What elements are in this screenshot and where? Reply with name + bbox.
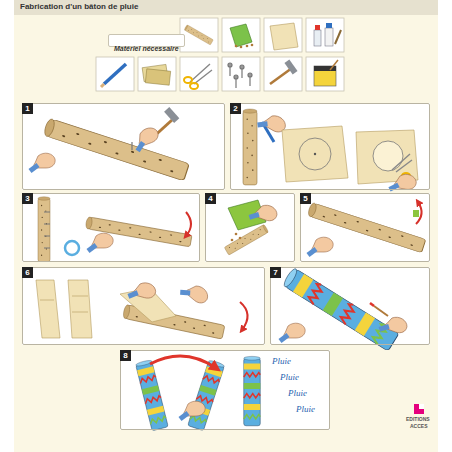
step-panel: 7 [270, 267, 430, 345]
page-title: Fabrication d'un bâton de pluie [20, 2, 138, 11]
handwritten-word: Pluie [280, 372, 299, 382]
publisher-name: ACCES [410, 423, 428, 429]
step-number: 7 [270, 267, 281, 278]
step-number: 4 [205, 193, 216, 204]
handwritten-word: Pluie [296, 404, 315, 414]
step-number: 6 [22, 267, 33, 278]
step-panel: 6 [22, 267, 265, 345]
step-panel: 4 [205, 193, 295, 262]
heading-box: Matériel nécessaire [108, 34, 185, 47]
step-number: 3 [22, 193, 33, 204]
step-number: 5 [300, 193, 311, 204]
step-panel: 2 [230, 103, 430, 190]
step-panel: 5 [300, 193, 430, 262]
step-number: 8 [120, 350, 131, 361]
publisher-name: EDITIONS [406, 416, 430, 422]
section-heading: Matériel nécessaire [114, 45, 179, 52]
step-panel: 1 [22, 103, 225, 190]
handwritten-word: Pluie [272, 356, 291, 366]
step-number: 2 [230, 103, 241, 114]
handwritten-word: Pluie [288, 388, 307, 398]
step-panel: 3 [22, 193, 200, 262]
step-number: 1 [22, 103, 33, 114]
